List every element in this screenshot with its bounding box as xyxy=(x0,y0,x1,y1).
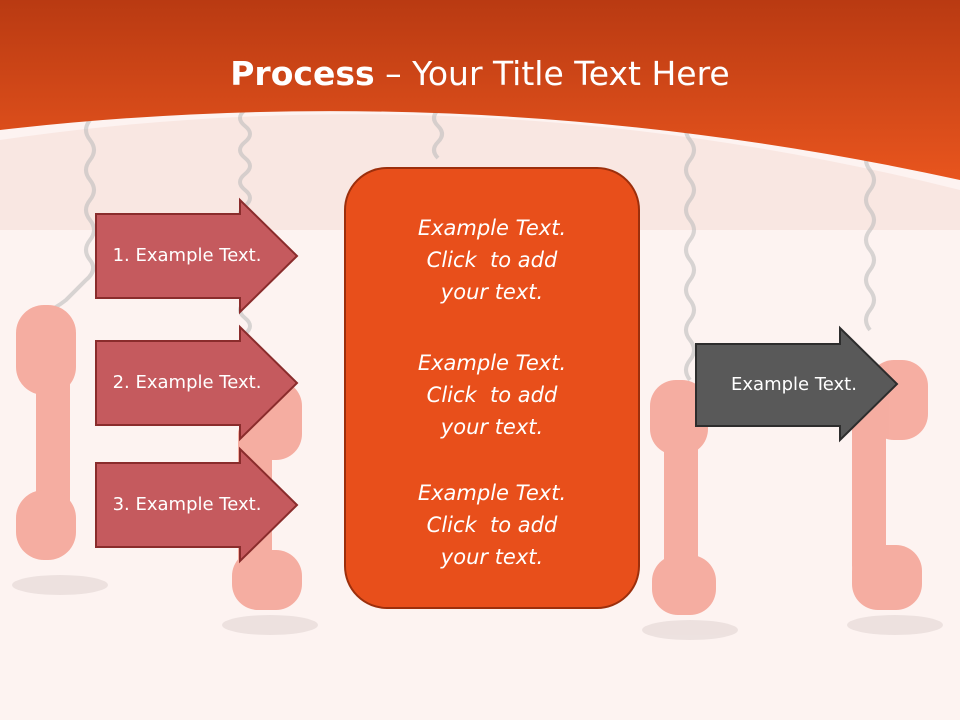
result-arrow-label[interactable]: Example Text. xyxy=(731,374,857,395)
center-line: Click to add xyxy=(426,248,558,272)
center-line: Example Text. xyxy=(417,216,567,240)
center-line: your text. xyxy=(440,545,544,569)
center-paragraph-2[interactable]: Example Text. Click to add your text. xyxy=(345,347,639,443)
title-bold: Process xyxy=(230,54,375,93)
step-arrow-1 xyxy=(95,197,299,315)
center-line: Click to add xyxy=(426,383,558,407)
center-box xyxy=(344,167,640,609)
center-line: Click to add xyxy=(426,513,558,537)
step-arrow-2-label[interactable]: 2. Example Text. xyxy=(112,372,262,393)
header-band xyxy=(0,0,960,180)
title-rest: – Your Title Text Here xyxy=(374,54,730,93)
step-arrow-3 xyxy=(95,446,299,564)
center-line: your text. xyxy=(440,280,544,304)
step-arrow-3-label[interactable]: 3. Example Text. xyxy=(112,494,262,515)
center-line: Example Text. xyxy=(417,481,567,505)
slide-title[interactable]: Process – Your Title Text Here xyxy=(0,52,960,96)
center-line: your text. xyxy=(440,415,544,439)
center-paragraph-1[interactable]: Example Text. Click to add your text. xyxy=(345,212,639,308)
step-arrow-2 xyxy=(95,324,299,442)
center-paragraph-3[interactable]: Example Text. Click to add your text. xyxy=(345,477,639,573)
center-line: Example Text. xyxy=(417,351,567,375)
result-arrow xyxy=(695,325,899,443)
step-arrow-1-label[interactable]: 1. Example Text. xyxy=(112,245,262,266)
